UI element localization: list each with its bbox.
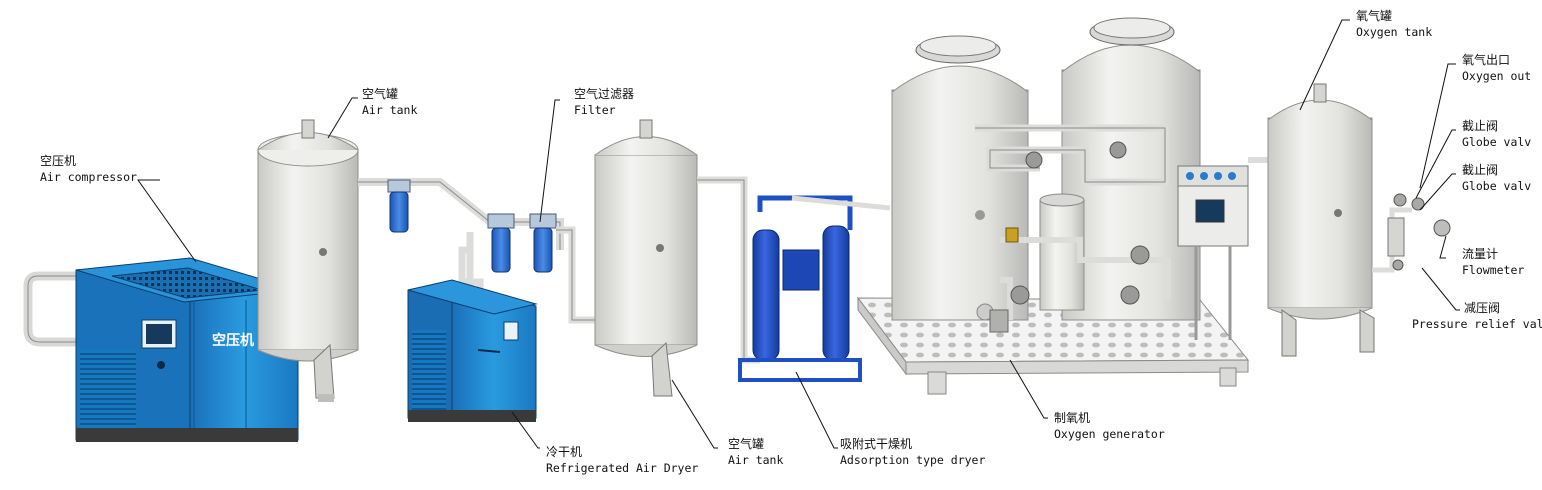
label-zh: 空气罐	[362, 87, 399, 101]
label-en: Air tank	[728, 453, 784, 467]
label-zh: 空压机	[40, 154, 77, 168]
label-oxygen-generator: 制氧机 Oxygen generator	[1054, 410, 1165, 442]
label-en: Flowmeter	[1462, 263, 1525, 277]
oxygen-tank	[1267, 83, 1375, 357]
label-en: Globe valv	[1462, 135, 1532, 149]
label-en: Globe valv	[1462, 179, 1532, 193]
label-zh: 空气过滤器	[574, 87, 635, 101]
label-globe-valve-2: 截止阀 Globe valv	[1462, 162, 1531, 194]
label-air-tank-1: 空气罐 Air tank	[362, 86, 417, 118]
air-tank-2	[594, 119, 698, 397]
label-zh: 流量计	[1462, 247, 1499, 261]
label-oxygen-outlet: 氧气出口 Oxygen out	[1462, 52, 1531, 84]
label-adsorption-dryer: 吸附式干燥机 Adsorption type dryer	[840, 436, 985, 468]
label-en: Air compressor	[40, 170, 137, 184]
oxygen-generator	[856, 17, 1250, 395]
label-en: Oxygen generator	[1054, 427, 1165, 441]
label-zh: 截止阀	[1462, 163, 1499, 177]
label-zh: 空气罐	[728, 437, 765, 451]
label-en: Filter	[574, 103, 616, 117]
label-flowmeter: 流量计 Flowmeter	[1462, 246, 1524, 278]
label-zh: 氧气罐	[1356, 9, 1393, 23]
label-en: Refrigerated Air Dryer	[546, 461, 699, 475]
label-pressure-relief-valve: 减压阀 Pressure relief val	[1412, 300, 1542, 332]
filter-left	[387, 179, 411, 233]
adsorption-type-dryer	[738, 195, 891, 382]
refrigerated-air-dryer	[407, 246, 538, 422]
label-zh: 制氧机	[1054, 411, 1091, 425]
label-zh: 吸附式干燥机	[840, 437, 913, 451]
label-refrigerated-dryer: 冷干机 Refrigerated Air Dryer	[546, 444, 698, 476]
label-en: Oxygen tank	[1356, 25, 1433, 39]
label-zh: 减压阀	[1464, 301, 1501, 315]
label-oxygen-tank: 氧气罐 Oxygen tank	[1356, 8, 1432, 40]
label-filter: 空气过滤器 Filter	[574, 86, 634, 118]
label-en: Pressure relief val	[1412, 317, 1542, 331]
label-globe-valve-1: 截止阀 Globe valv	[1462, 118, 1531, 150]
compressor-panel-text: 空压机	[212, 332, 254, 349]
label-air-compressor: 空压机 Air compressor	[40, 153, 137, 185]
label-zh: 截止阀	[1462, 119, 1499, 133]
label-en: Adsorption type dryer	[840, 453, 986, 467]
air-tank-1	[257, 119, 359, 402]
oxygen-outlet-assembly	[1372, 193, 1451, 273]
label-air-tank-2: 空气罐 Air tank	[728, 436, 783, 468]
label-en: Air tank	[362, 103, 418, 117]
label-en: Oxygen out	[1462, 69, 1532, 83]
label-zh: 氧气出口	[1462, 53, 1511, 67]
label-zh: 冷干机	[546, 445, 583, 459]
leader-lines	[137, 19, 1460, 449]
